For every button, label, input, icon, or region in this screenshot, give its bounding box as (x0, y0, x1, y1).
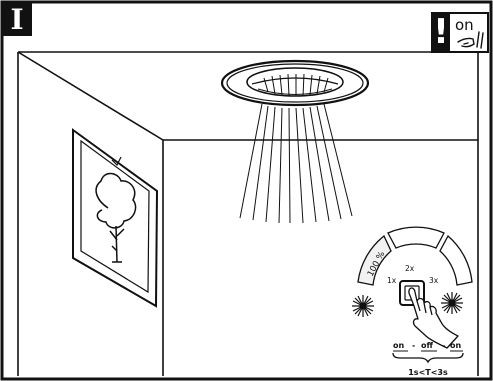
press-2x-label: 2x (405, 264, 415, 273)
dial-segment-top (387, 226, 445, 249)
dimmer-dial: 100 % 1x 2x 3x (352, 226, 473, 349)
press-1x-label: 1x (387, 276, 397, 285)
timing-label: 1s<T<3s (408, 368, 448, 377)
light-beams (239, 103, 353, 224)
power-on-indicator: ! on (431, 12, 489, 53)
sequence-state-3: on (450, 341, 461, 350)
dial-segment-full (357, 234, 392, 286)
sequence-separator-2: - (442, 341, 445, 350)
dial-segment-right (439, 234, 473, 286)
toggle-sequence: on - off - on 1s<T<3s (392, 341, 464, 377)
ceiling-downlight (220, 59, 370, 107)
press-3x-label: 3x (429, 276, 439, 285)
tree-icon (95, 172, 137, 263)
lamp-grill (263, 73, 329, 97)
room-walls (17, 51, 479, 376)
warning-exclaim: ! (433, 12, 449, 52)
step-marker-label: I (10, 3, 23, 36)
wall-switch-hand-icon (457, 31, 484, 49)
pressing-hand-icon (408, 287, 459, 349)
step-marker: I (2, 2, 32, 36)
indicator-state-label: on (455, 16, 474, 34)
sequence-brace (392, 352, 464, 364)
sequence-state-1: on (393, 341, 404, 350)
framed-tree-picture (72, 128, 159, 308)
flash-right-icon (441, 292, 463, 314)
flash-left-icon (352, 295, 374, 317)
sequence-separator-1: - (412, 341, 415, 350)
sequence-state-2: off (421, 341, 433, 350)
